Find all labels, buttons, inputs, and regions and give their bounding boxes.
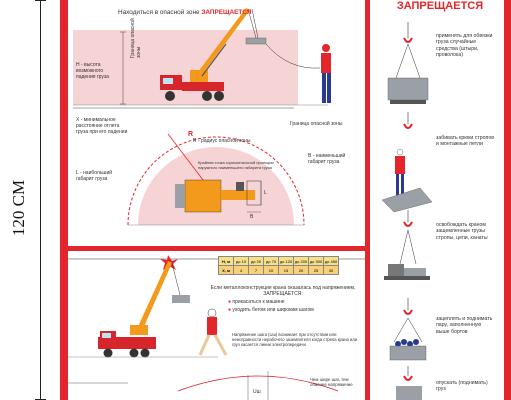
table-cell: 4 <box>233 265 249 275</box>
dimension-line <box>40 0 41 400</box>
table-cell: до 200 <box>293 256 309 266</box>
dim-b: В <box>250 214 254 220</box>
dimension-label: 120 СМ <box>5 176 35 236</box>
dimension-label-text: 120 СМ <box>9 179 28 237</box>
edge-label: Крайняя точка горизонтальной проекции на… <box>198 160 274 170</box>
table-cell: до 300 <box>308 256 324 266</box>
crane-top-view <box>175 179 262 213</box>
table-cell: до 20 <box>248 256 264 266</box>
bullet-2: ● уходить бегом или широким шагом <box>228 307 314 313</box>
top-heading: Находиться в опасной зоне ЗАПРЕЩАЕТСЯ <box>118 9 252 16</box>
warning-title: Если металлоконструкция крана оказалась … <box>210 285 356 297</box>
zone-boundary-arc <box>127 136 305 226</box>
u-label: Uш <box>253 389 261 395</box>
table-cell: 7 <box>248 265 264 275</box>
table-cell: 25 <box>308 265 324 275</box>
top-heading-red: ЗАПРЕЩАЕТСЯ <box>201 9 252 16</box>
right-panel <box>370 0 504 400</box>
table-cell: до 120 <box>278 256 294 266</box>
voltage-text: Напряжение шага (Uш) возникает при отсут… <box>232 332 358 347</box>
l-label: L - наибольший габарит груза <box>76 170 113 182</box>
table-head-x: X, м <box>218 265 234 275</box>
h-label: Н - высота возможного падения груза <box>76 62 109 80</box>
table-cell: 30 <box>323 265 339 275</box>
b-label: В - наименьший габарит груза <box>308 153 346 165</box>
table-cell: 15 <box>278 265 294 275</box>
table-cell: 10 <box>263 265 279 275</box>
right-title: ЗАПРЕЩАЕТСЯ <box>396 0 484 12</box>
footer-text: Чем шире шаг, тем опаснее напряжение <box>310 377 353 387</box>
dimension-tick-top <box>35 0 46 1</box>
height-distance-table: H, м до 10 до 20 до 70 до 120 до 200 до … <box>218 256 339 275</box>
right-item-5-text: опускать (поднимать) груз <box>436 380 488 393</box>
top-illustration <box>73 8 331 226</box>
table-cell: 20 <box>293 265 309 275</box>
r-label: R - радиус опасной зоны <box>193 138 251 144</box>
dim-r: R <box>188 131 194 138</box>
right-item-3-text: освобождать краном защемленные грузы стр… <box>436 222 488 241</box>
worker-bottom <box>198 308 228 356</box>
voltage-curve <box>177 375 339 392</box>
table-cell: до 10 <box>233 256 249 266</box>
crane-truck-bottom <box>98 261 190 358</box>
bottom-illustration <box>68 255 365 400</box>
right-item-4-text: зацеплять и поднимать пару, заполненную … <box>436 316 493 335</box>
table-cell: до 70 <box>263 256 279 266</box>
right-item-2-text: забивать крюки стропов и монтажные петли <box>436 135 494 148</box>
h-axis-label: Граница опасной зоны <box>130 18 142 58</box>
right-item-1-text: применять для обвязки груза случайные ср… <box>436 33 493 59</box>
top-heading-text: Находиться в опасной зоне <box>118 9 200 16</box>
border-label: Граница опасной зоны <box>290 121 343 127</box>
table-cell: до 450 <box>323 256 339 266</box>
dim-l: L <box>264 190 267 196</box>
table-head-h: H, м <box>218 256 234 266</box>
crane-truck-top <box>160 8 267 101</box>
bottom-panel: H, м до 10 до 20 до 70 до 120 до 200 до … <box>68 251 365 400</box>
bullet-1-text: прикасаться к машине <box>232 299 285 305</box>
bullet-1: ● прикасаться к машине <box>228 299 285 305</box>
top-panel: Находиться в опасной зоне ЗАПРЕЩАЕТСЯ Н … <box>68 0 365 246</box>
x-label: Х - минимальное расстояние отлета груза … <box>76 117 128 135</box>
bullet-2-text: уходить бегом или широким шагом <box>232 307 314 313</box>
worker-top <box>321 44 331 103</box>
